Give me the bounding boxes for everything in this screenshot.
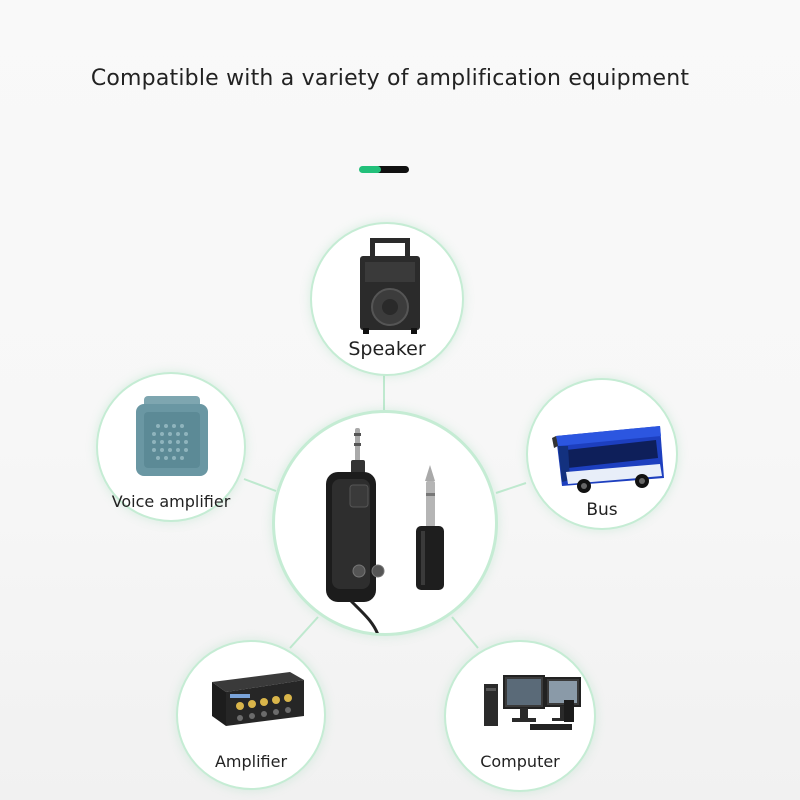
computer-item: Computer (444, 640, 596, 792)
indicator-active-segment (359, 166, 381, 173)
voice-amplifier-icon (136, 396, 208, 476)
speaker-label: Speaker (348, 338, 426, 360)
page-title: Compatible with a variety of amplificati… (90, 66, 690, 91)
bus-item: Bus (526, 378, 678, 530)
voice-amplifier-label: Voice amplifier (111, 492, 231, 511)
amplifier-item: Amplifier (176, 640, 326, 790)
indicator-dark-segment (375, 166, 409, 173)
bluetooth-transmitter-icon (326, 428, 444, 633)
computer-label: Computer (480, 752, 560, 771)
speaker-icon (360, 238, 420, 334)
bus-icon (552, 426, 664, 493)
amplifier-icon (212, 672, 304, 726)
center-product-circle (272, 410, 498, 636)
voice-amplifier-item: Voice amplifier (96, 372, 246, 522)
slide-indicator (359, 166, 409, 173)
amplifier-label: Amplifier (214, 752, 288, 771)
speaker-item: Speaker (310, 222, 464, 376)
computer-icon (484, 675, 581, 730)
bus-label: Bus (586, 500, 618, 520)
